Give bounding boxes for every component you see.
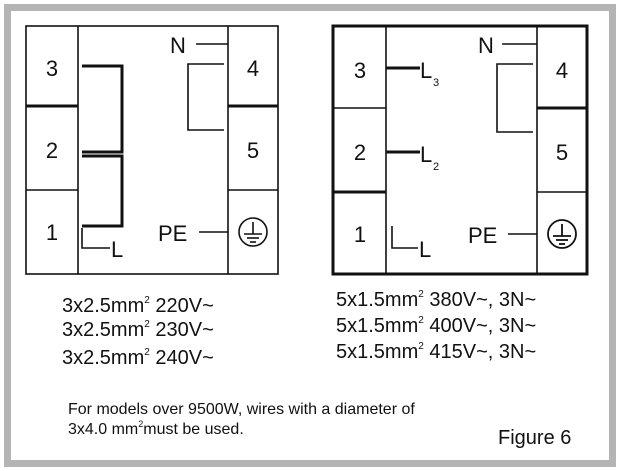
spec-left-220v: 3x2.5mm2 220V~ bbox=[62, 295, 214, 317]
right-block-outline bbox=[331, 24, 589, 276]
right-label-n: N bbox=[478, 33, 494, 58]
three-phase-terminal-block bbox=[331, 24, 589, 276]
l-lead bbox=[81, 228, 110, 249]
single-phase-terminal-block bbox=[25, 25, 279, 275]
left-label-pe: PE bbox=[158, 221, 187, 246]
right-label-l3-sub: 3 bbox=[433, 77, 439, 89]
wire-diameter-note: For models over 9500W, wires with a diam… bbox=[68, 402, 415, 440]
jumper-4-5 bbox=[187, 63, 224, 131]
left-terminal-2: 2 bbox=[46, 138, 58, 163]
left-earth-icon bbox=[238, 217, 268, 247]
right-terminal-4: 4 bbox=[556, 58, 568, 83]
spec-right-415v: 5x1.5mm2 415V~, 3N~ bbox=[336, 341, 537, 363]
jumper-2-1 bbox=[82, 154, 124, 228]
left-block-outline bbox=[25, 25, 279, 275]
right-label-l3: L bbox=[420, 58, 432, 83]
figure-frame bbox=[4, 4, 616, 467]
left-terminal-3: 3 bbox=[46, 56, 58, 81]
spec-left-230v: 3x2.5mm2 230V~ bbox=[62, 319, 214, 341]
right-label-l2: L bbox=[420, 142, 432, 167]
left-terminal-5: 5 bbox=[247, 138, 259, 163]
jumper-4-5-3ph bbox=[496, 63, 533, 133]
right-earth-icon bbox=[547, 219, 577, 249]
figure-caption: Figure 6 bbox=[498, 427, 572, 449]
left-label-l: L bbox=[111, 237, 123, 262]
right-terminal-5: 5 bbox=[556, 140, 568, 165]
spec-left-240v: 3x2.5mm2 240V~ bbox=[62, 347, 214, 369]
jumper-3-2 bbox=[82, 64, 124, 154]
spec-right-400v: 5x1.5mm2 400V~, 3N~ bbox=[336, 315, 537, 337]
note-line-1: For models over 9500W, wires with a diam… bbox=[68, 401, 415, 418]
right-label-l2-sub: 2 bbox=[433, 161, 439, 173]
l-lead-3ph bbox=[391, 226, 418, 249]
right-terminal-1: 1 bbox=[354, 222, 366, 247]
right-terminal-3: 3 bbox=[354, 58, 366, 83]
left-label-n: N bbox=[170, 33, 186, 58]
left-terminal-1: 1 bbox=[46, 220, 58, 245]
right-terminal-2: 2 bbox=[354, 140, 366, 165]
spec-right-380v: 5x1.5mm2 380V~, 3N~ bbox=[336, 289, 537, 311]
right-label-pe: PE bbox=[468, 223, 497, 248]
right-label-l: L bbox=[419, 237, 431, 262]
left-terminal-4: 4 bbox=[247, 56, 259, 81]
note-line-2: 3x4.0 mm2must be used. bbox=[68, 419, 244, 438]
